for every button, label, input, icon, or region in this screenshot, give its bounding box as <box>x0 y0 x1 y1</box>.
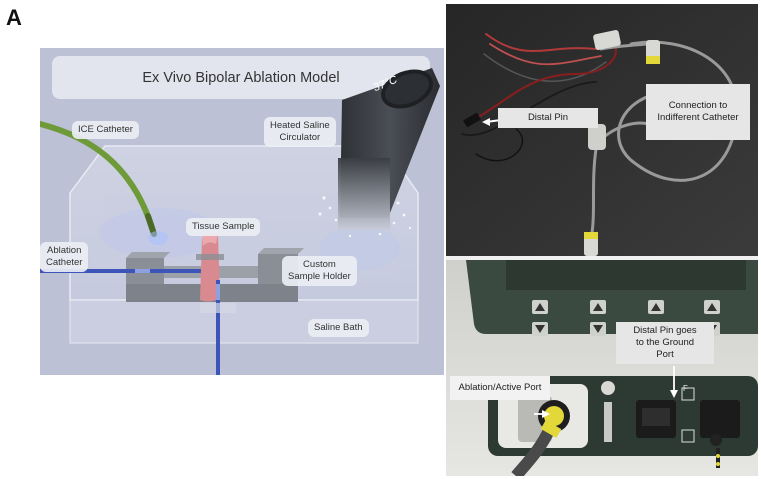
heated-saline-label: Heated Saline Circulator <box>264 117 336 147</box>
model-title: Ex Vivo Bipolar Ablation Model <box>142 69 340 86</box>
title-box <box>52 56 430 99</box>
distal-ground-label: Distal Pin goes to the Ground Port <box>616 322 714 364</box>
ablation-catheter-label-line1: Ablation <box>47 245 82 256</box>
tissue-sample-label: Tissue Sample <box>186 218 261 236</box>
distal-pin-label: Distal Pin <box>498 108 598 128</box>
ablation-active-port-label: Ablation/Active Port <box>450 376 550 400</box>
ablation-catheter-label-line2: Catheter <box>46 257 83 268</box>
heated-saline-circulator <box>318 68 440 238</box>
custom-sample-holder-label-line2: Sample Holder <box>288 271 351 282</box>
custom-sample-holder-label: Custom Sample Holder <box>282 256 357 286</box>
saline-bath-label: Saline Bath <box>308 319 369 337</box>
distal-ground-label-line3: Port <box>656 349 674 360</box>
tissue-sample <box>196 232 224 302</box>
panel-a-letter: A <box>6 5 22 30</box>
heated-saline-label-line1: Heated Saline <box>270 120 330 131</box>
ground-port-f-mark: F <box>683 384 688 393</box>
heated-saline-label-line2: Circulator <box>279 132 321 143</box>
panel-a-ablation-model: Ex Vivo Bipolar Ablation Model 37°C ICE … <box>40 48 444 375</box>
cable-and-device-photos <box>446 4 758 476</box>
distal-ground-label-line1: Distal Pin goes <box>633 325 697 336</box>
distal-ground-label-line2: to the Ground <box>635 337 695 348</box>
connection-indifferent-label-line1: Connection to <box>668 100 728 111</box>
ice-catheter-label: ICE Catheter <box>72 121 139 139</box>
ice-catheter <box>40 120 155 231</box>
panel-b-photos: F Distal Pin Connection to Indifferent C… <box>446 4 758 476</box>
ablation-catheter-label: Ablation Catheter <box>40 242 89 272</box>
custom-sample-holder-label-line1: Custom <box>303 259 336 270</box>
connection-indifferent-label-line2: Indifferent Catheter <box>657 112 739 123</box>
connection-indifferent-label: Connection to Indifferent Catheter <box>646 84 750 140</box>
